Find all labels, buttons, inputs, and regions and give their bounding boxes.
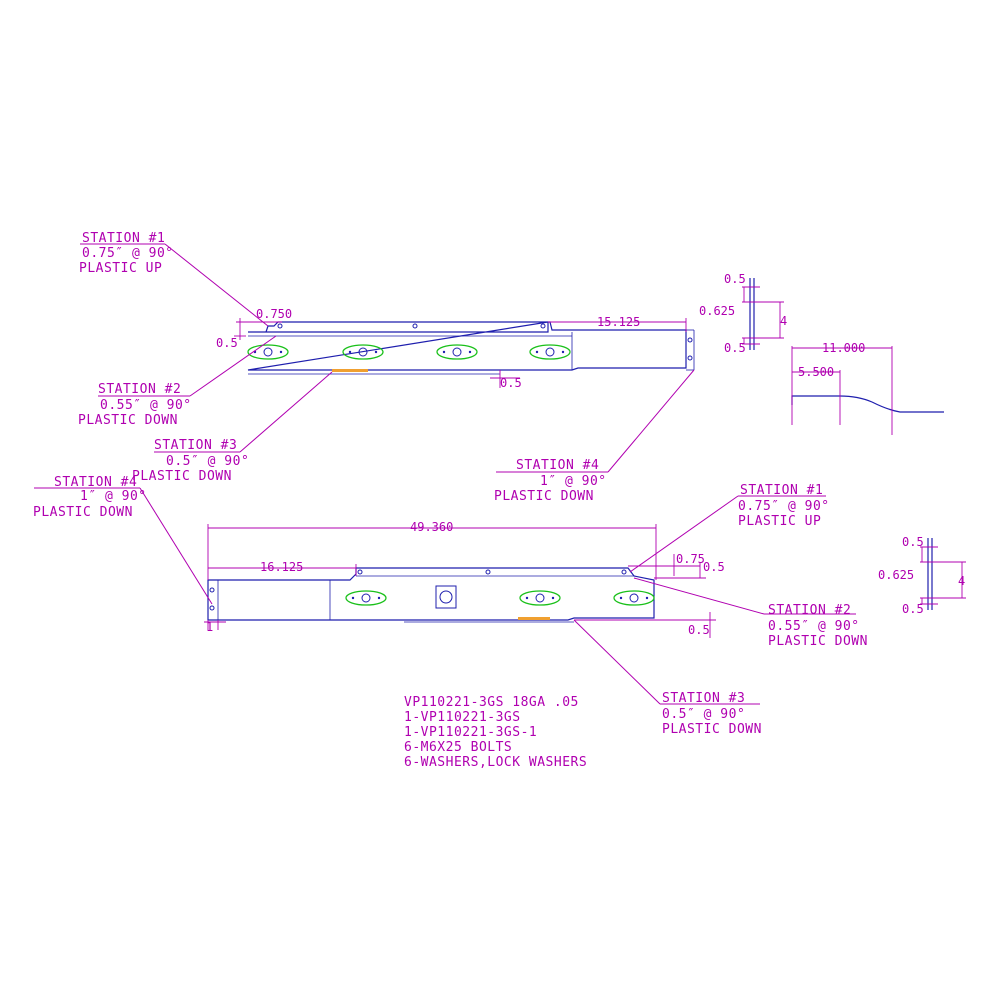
notes-line: 1-VP110221-3GS-1 [404, 725, 537, 740]
part-b-top-hole [621, 569, 627, 575]
svg-text:0.5: 0.5 [216, 336, 238, 350]
part-a-station-3-title: STATION #3 [154, 438, 237, 453]
part-a-slot [529, 344, 571, 360]
part-a-station-2-angle: 0.55″ @ 90° [100, 398, 192, 413]
part-b-station-3-callout: STATION #3 0.5″ @ 90° PLASTIC DOWN [573, 619, 762, 737]
notes-line: 6-M6X25 BOLTS [404, 740, 512, 755]
part-b-station-3-angle: 0.5″ @ 90° [662, 707, 745, 722]
detail-a-dim-0625: 0.625 [699, 304, 735, 318]
part-a-station-1-title: STATION #1 [82, 231, 165, 246]
part-b-end-hole [209, 587, 215, 593]
svg-text:0.5: 0.5 [500, 376, 522, 390]
part-b-station-3-title: STATION #3 [662, 691, 745, 706]
part-a-slot [247, 344, 289, 360]
part-b-station-4-title: STATION #4 [54, 475, 137, 490]
svg-text:0.750: 0.750 [256, 307, 292, 321]
part-b-dim-49360: 49.360 [207, 520, 657, 580]
side-profile-curve [791, 395, 944, 413]
part-a-dim-05-bottom: 0.5 [490, 370, 522, 390]
profile-dim-5500: 5.500 [798, 365, 834, 379]
part-b-dim-075: 0.75 [628, 552, 705, 576]
part-b-station-4-note: PLASTIC DOWN [33, 505, 133, 520]
svg-text:0.5: 0.5 [688, 623, 710, 637]
part-b-square-cutout [435, 585, 457, 609]
svg-text:1: 1 [206, 620, 213, 634]
detail-b-dim-4: 4 [958, 574, 965, 588]
part-a-top-hole [277, 323, 283, 329]
part-a-dim-05-left: 0.5 [216, 326, 246, 350]
part-b-dim-1: 1 [204, 620, 226, 634]
part-a-station-3-note: PLASTIC DOWN [132, 469, 232, 484]
part-a-station-1-callout: STATION #1 0.75″ @ 90° PLASTIC UP [79, 231, 269, 327]
part-a-end-hole [687, 337, 693, 343]
parts-notes: VP110221-3GS 18GA .05 1-VP110221-3GS 1-V… [404, 695, 587, 770]
profile-dim-11000: 11.000 [822, 341, 865, 355]
part-b-station-1-callout: STATION #1 0.75″ @ 90° PLASTIC UP [629, 483, 830, 573]
part-a-slot [436, 344, 478, 360]
part-b-slot [345, 590, 387, 606]
detail-a-dim-4: 4 [780, 314, 787, 328]
svg-text:0.5: 0.5 [703, 560, 725, 574]
part-a-label-tag [332, 369, 368, 372]
part-b-station-1-angle: 0.75″ @ 90° [738, 499, 830, 514]
part-b-station-1-title: STATION #1 [740, 483, 823, 498]
part-b-label-tag [518, 617, 550, 620]
part-b-dim-05-right: 0.5 [654, 560, 725, 579]
side-profile: 11.000 5.500 [791, 341, 944, 435]
part-b-station-4-callout: STATION #4 1″ @ 90° PLASTIC DOWN [33, 475, 213, 605]
notes-line: 1-VP110221-3GS [404, 710, 521, 725]
part-a-top-hole [412, 323, 418, 329]
detail-a: 0.5 0.625 4 0.5 [699, 272, 787, 355]
part-a-station-1-note: PLASTIC UP [79, 261, 162, 276]
part-a-end-hole [687, 355, 693, 361]
part-a-station-4-title: STATION #4 [516, 458, 599, 473]
detail-b: 0.5 0.625 4 0.5 [878, 535, 966, 616]
notes-line: 6-WASHERS,LOCK WASHERS [404, 755, 587, 770]
part-b-station-2-callout: STATION #2 0.55″ @ 90° PLASTIC DOWN [633, 577, 868, 649]
part-b-station-4-angle: 1″ @ 90° [80, 489, 147, 504]
part-b-station-2-angle: 0.55″ @ 90° [768, 619, 860, 634]
detail-a-dim-05-top: 0.5 [724, 272, 746, 286]
part-a-station-4-angle: 1″ @ 90° [540, 474, 607, 489]
part-a-slot [342, 344, 384, 360]
part-b-top-hole [485, 569, 491, 575]
part-b-station-2-title: STATION #2 [768, 603, 851, 618]
part-a-station-2-callout: STATION #2 0.55″ @ 90° PLASTIC DOWN [78, 335, 277, 428]
part-b-station-3-note: PLASTIC DOWN [662, 722, 762, 737]
part-a-top-hole [540, 323, 546, 329]
svg-text:15.125: 15.125 [597, 315, 640, 329]
part-b-station-2-note: PLASTIC DOWN [768, 634, 868, 649]
part-a-station-3-angle: 0.5″ @ 90° [166, 454, 249, 469]
part-a-station-1-angle: 0.75″ @ 90° [82, 246, 174, 261]
notes-line: VP110221-3GS 18GA .05 [404, 695, 579, 710]
part-a-station-2-title: STATION #2 [98, 382, 181, 397]
part-a: 0.750 0.5 15.125 0.5 STATION #1 0.75″ @ … [78, 231, 695, 504]
part-b: 49.360 16.125 0.75 0.5 1 0.5 [33, 475, 868, 737]
part-b-slot [613, 590, 655, 606]
part-a-station-2-note: PLASTIC DOWN [78, 413, 178, 428]
part-a-station-3-callout: STATION #3 0.5″ @ 90° PLASTIC DOWN [132, 371, 333, 484]
part-b-dim-16125: 16.125 [208, 560, 357, 576]
part-b-station-1-note: PLASTIC UP [738, 514, 821, 529]
detail-a-dim-05-bottom: 0.5 [724, 341, 746, 355]
detail-b-dim-05-top: 0.5 [902, 535, 924, 549]
part-a-station-4-note: PLASTIC DOWN [494, 489, 594, 504]
svg-text:0.75: 0.75 [676, 552, 705, 566]
detail-b-dim-0625: 0.625 [878, 568, 914, 582]
part-a-dim-0750: 0.750 [236, 307, 292, 326]
part-a-dim-15125: 15.125 [548, 315, 687, 332]
svg-text:16.125: 16.125 [260, 560, 303, 574]
svg-text:49.360: 49.360 [410, 520, 453, 534]
part-b-end-hole [209, 605, 215, 611]
part-b-dim-05-bottom: 0.5 [574, 612, 716, 638]
part-b-slot [519, 590, 561, 606]
detail-b-dim-05-bottom: 0.5 [902, 602, 924, 616]
part-a-station-4-callout: STATION #4 1″ @ 90° PLASTIC DOWN [494, 369, 695, 504]
part-b-top-hole [357, 569, 363, 575]
part-b-outline [207, 567, 655, 621]
